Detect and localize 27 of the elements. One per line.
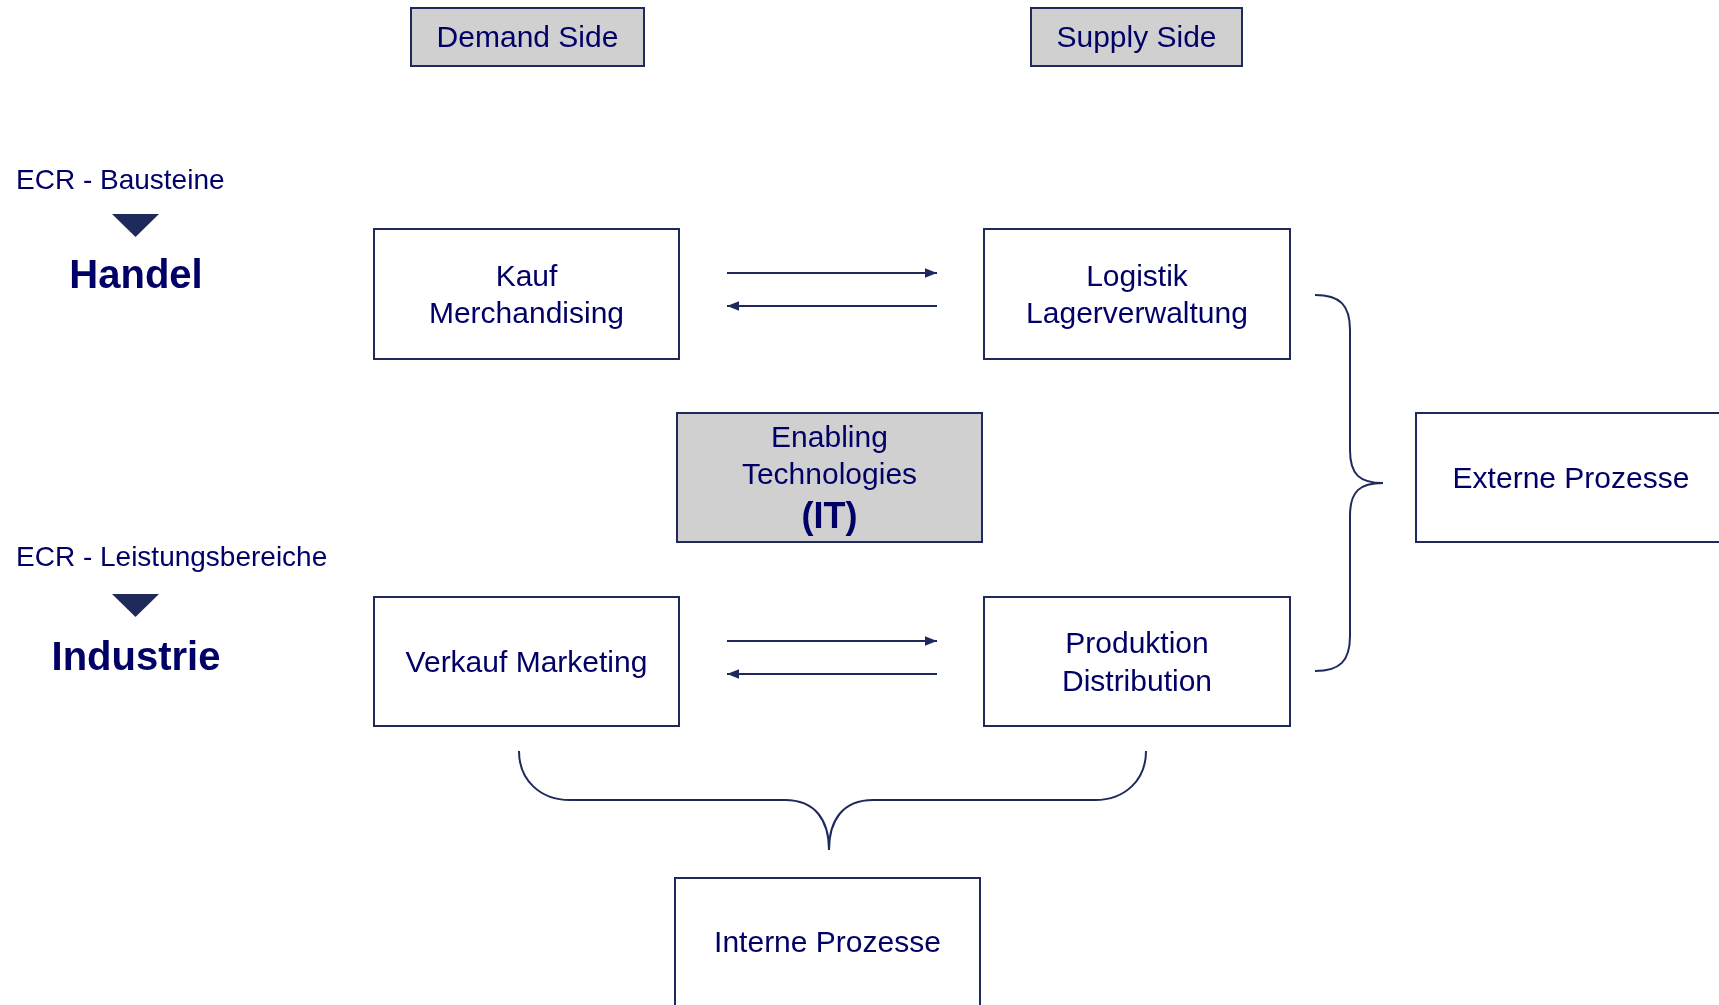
arrow: [726, 636, 938, 646]
box-text: Interne Prozesse: [714, 924, 941, 961]
box-subtitle: (IT): [801, 493, 858, 538]
arrow: [726, 268, 938, 278]
box-text: Supply Side: [1056, 19, 1217, 56]
process-box: [373, 596, 680, 727]
column-header: [1030, 7, 1243, 67]
process-box: [1415, 412, 1719, 543]
group-title: Industrie: [51, 634, 221, 679]
box-text: Produktion Distribution: [1060, 625, 1214, 699]
process-box: [983, 596, 1291, 727]
arrow: [726, 301, 938, 311]
box-text: Logistik Lagerverwaltung: [1025, 257, 1249, 331]
column-header: [410, 7, 645, 67]
box-text: Externe Prozesse: [1452, 459, 1690, 496]
process-box: [674, 877, 981, 1005]
process-box: [983, 228, 1291, 360]
box-text: Kauf Merchandising: [427, 257, 626, 331]
box-text: Demand Side: [436, 19, 619, 56]
group-title: Handel: [69, 252, 203, 297]
box-text: Enabling Technologies: [740, 418, 919, 492]
group-label: ECR - Leistungsbereiche: [16, 541, 328, 573]
highlighted-process-box: [676, 412, 983, 543]
group-label: ECR - Bausteine: [16, 164, 225, 196]
arrow: [726, 669, 938, 679]
box-text: Verkauf Marketing: [405, 643, 648, 680]
process-box: [373, 228, 680, 360]
